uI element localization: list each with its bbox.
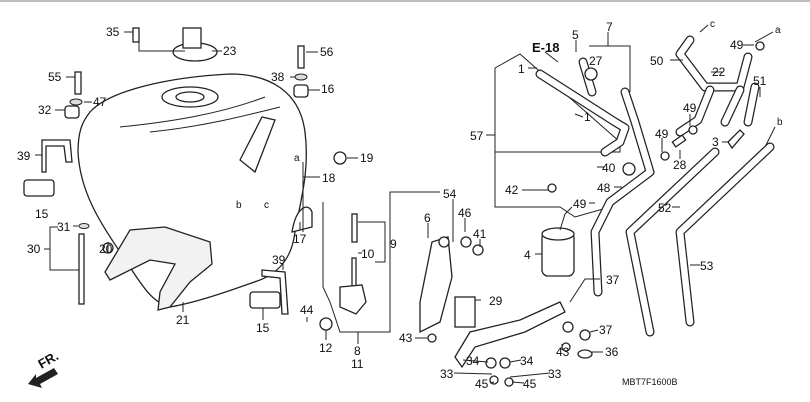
- label-46: 46: [458, 206, 472, 220]
- front-arrow-icon: [28, 368, 58, 388]
- label-33: 33: [440, 367, 454, 381]
- diagram-code: MBT7F1600B: [622, 377, 678, 387]
- label-47: 47: [93, 95, 107, 109]
- label-37: 37: [606, 273, 620, 287]
- label-48: 48: [597, 181, 611, 195]
- label-51: 51: [753, 74, 767, 88]
- label-50: 50: [650, 54, 664, 68]
- label-41: 41: [473, 227, 487, 241]
- label-55: 55: [48, 70, 62, 84]
- label-56: 56: [320, 45, 334, 59]
- label-3: 3: [712, 135, 719, 149]
- label-5: 5: [572, 28, 579, 42]
- label-28: 28: [673, 158, 687, 172]
- label-a: a: [294, 153, 300, 164]
- label-54: 54: [443, 187, 457, 201]
- label-20: 20: [99, 242, 113, 256]
- label-34: 34: [466, 354, 480, 368]
- label-49b: 49: [730, 38, 744, 52]
- label-c2: c: [710, 19, 715, 30]
- label-44: 44: [300, 303, 314, 317]
- bolt-56: [297, 45, 305, 69]
- label-10: 10: [361, 247, 375, 261]
- label-15b: 15: [256, 321, 270, 335]
- label-35: 35: [106, 25, 120, 39]
- label-c: c: [264, 200, 269, 211]
- label-40: 40: [602, 161, 616, 175]
- front-label: FR.: [35, 348, 61, 371]
- label-9: 9: [390, 237, 397, 251]
- evap-canister: [541, 206, 575, 277]
- rubber-15: [23, 179, 55, 197]
- label-42: 42: [505, 183, 519, 197]
- label-37b: 37: [599, 323, 613, 337]
- label-18: 18: [322, 171, 336, 185]
- label-1b: 1: [584, 110, 591, 124]
- label-1: 1: [518, 62, 525, 76]
- label-7: 7: [606, 20, 613, 34]
- label-57: 57: [470, 129, 484, 143]
- label-12: 12: [319, 341, 333, 355]
- fuel-valve: [319, 213, 367, 331]
- label-11: 11: [351, 357, 364, 371]
- label-32: 32: [38, 103, 52, 117]
- bracket-39b: [261, 269, 289, 315]
- label-b: b: [236, 200, 242, 211]
- label-45b: 45: [523, 377, 537, 391]
- label-8: 8: [354, 344, 361, 358]
- label-39b: 39: [272, 253, 286, 267]
- label-19: 19: [360, 151, 374, 165]
- label-43b: 43: [556, 345, 570, 359]
- part-labels: 35 23 56 55 38 16 47 32 39 19 18 a b c 1…: [17, 19, 783, 391]
- bolt-35: [132, 27, 140, 43]
- label-49d: 49: [655, 127, 669, 141]
- label-30: 30: [27, 242, 41, 256]
- tank-pad: [104, 226, 213, 311]
- label-49: 49: [573, 197, 587, 211]
- label-16: 16: [321, 82, 335, 96]
- bracket-39: [41, 139, 73, 173]
- reference-e18: E-18: [532, 40, 559, 55]
- label-27: 27: [589, 54, 603, 68]
- label-52: 52: [658, 201, 672, 215]
- label-22: 22: [712, 65, 726, 79]
- bolt-55: [74, 71, 82, 95]
- label-4: 4: [524, 248, 531, 262]
- label-45: 45: [475, 377, 489, 391]
- filler-cap: [172, 27, 218, 62]
- label-34b: 34: [520, 354, 534, 368]
- label-53: 53: [700, 259, 714, 273]
- label-33b: 33: [548, 367, 562, 381]
- label-21: 21: [176, 313, 190, 327]
- label-49c: 49: [683, 101, 697, 115]
- label-36: 36: [605, 345, 619, 359]
- label-43: 43: [399, 331, 413, 345]
- label-23: 23: [223, 44, 237, 58]
- label-6: 6: [424, 211, 431, 225]
- label-b2: b: [777, 117, 783, 128]
- label-39: 39: [17, 149, 31, 163]
- rubber-15b: [249, 291, 281, 309]
- label-15: 15: [35, 207, 49, 221]
- label-38: 38: [271, 70, 285, 84]
- label-17: 17: [293, 232, 307, 246]
- label-29: 29: [489, 294, 503, 308]
- label-31: 31: [57, 220, 71, 234]
- label-a2: a: [775, 25, 781, 36]
